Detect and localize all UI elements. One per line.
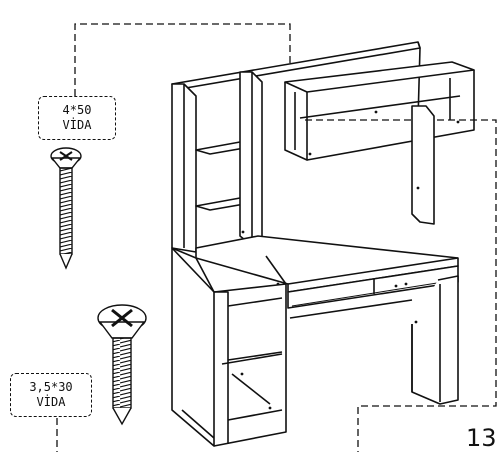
screw-4x50-icon — [50, 147, 82, 270]
screw-label-4x50: 4*50 VİDA — [38, 96, 116, 140]
screw-size-text: 4*50 — [62, 103, 92, 117]
screw-holes — [240, 110, 460, 410]
screw-name-text: VİDA — [62, 118, 92, 132]
screw-label-3x30: 3,5*30 VİDA — [10, 373, 92, 417]
screw-size-text: 3,5*30 — [29, 380, 73, 394]
lower-cabinet — [171, 247, 215, 447]
screw-3x30-icon — [97, 304, 147, 426]
step-number: 13 — [466, 424, 497, 452]
screw-name-text: VİDA — [36, 395, 66, 409]
desk-unit — [171, 41, 475, 447]
